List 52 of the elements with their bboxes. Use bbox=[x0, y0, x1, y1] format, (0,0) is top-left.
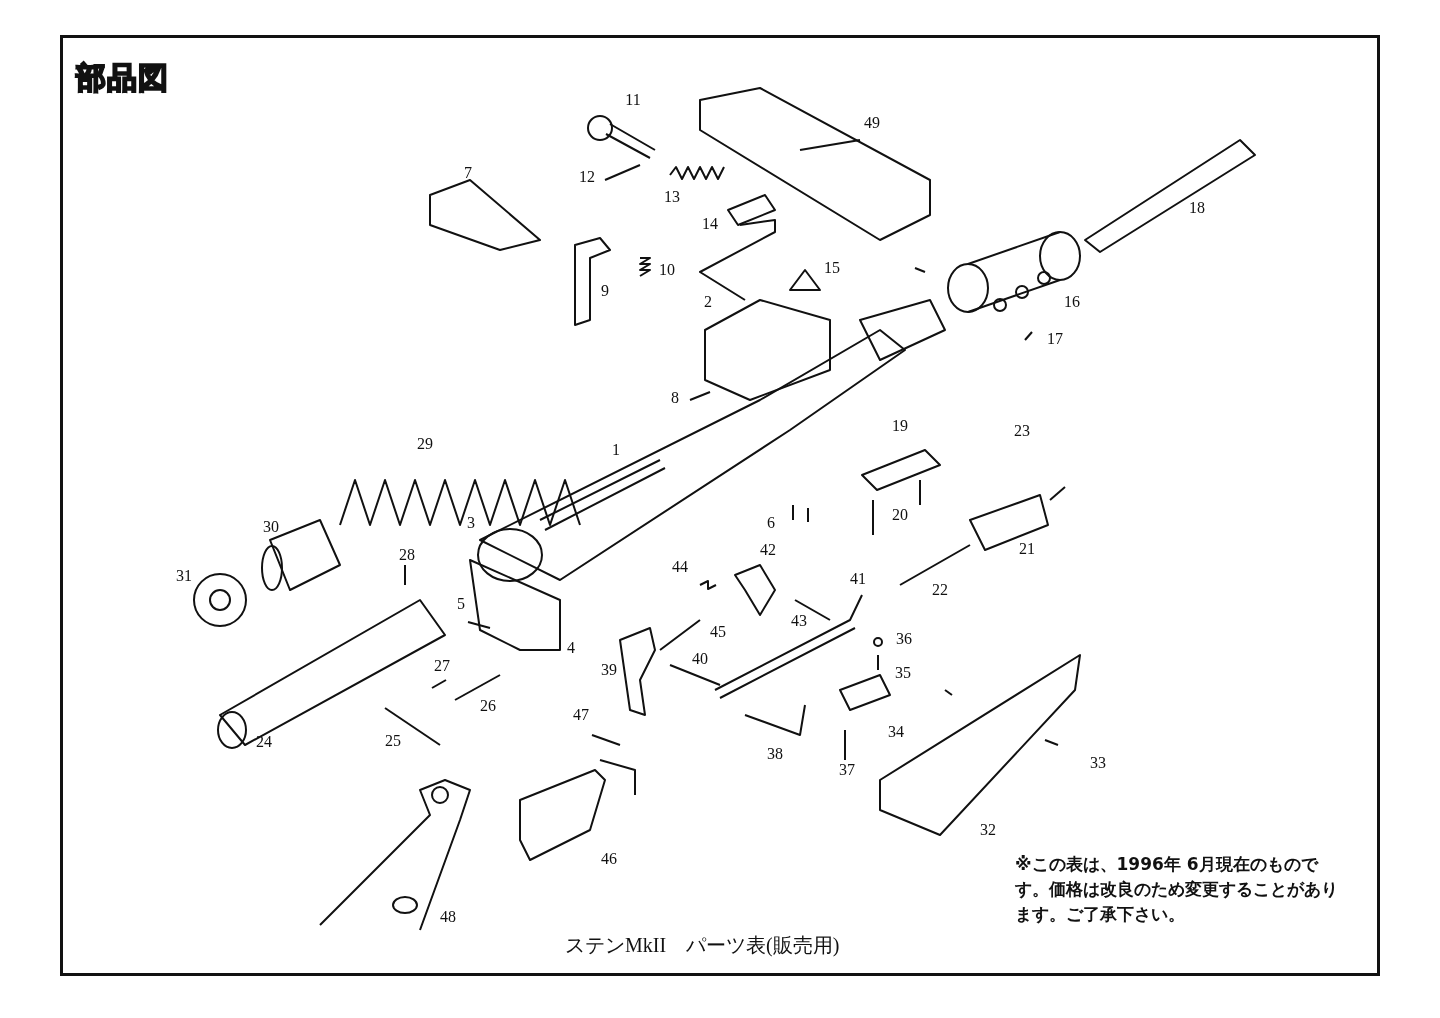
callout-number: 13 bbox=[664, 188, 680, 206]
diagram-title: 部品図 bbox=[76, 59, 169, 97]
callout-number: 2 bbox=[704, 293, 712, 311]
callout-number: 31 bbox=[176, 567, 192, 585]
callout-number: 46 bbox=[601, 850, 617, 868]
callout-number: 10 bbox=[659, 261, 675, 279]
note-text: ※この表は、1996年 6月現在のものです。価格は改良のため変更することがあります。ご了承下さい。 bbox=[1015, 853, 1339, 926]
callout-number: 36 bbox=[896, 630, 912, 648]
callout-number: 25 bbox=[385, 732, 401, 750]
callout-number: 1 bbox=[612, 441, 620, 459]
callout-number: 5 bbox=[457, 595, 465, 613]
callout-number: 19 bbox=[892, 417, 908, 435]
callout-number: 33 bbox=[1090, 754, 1106, 772]
callout-number: 48 bbox=[440, 908, 456, 926]
callout-number: 27 bbox=[434, 657, 450, 675]
callout-number: 23 bbox=[1014, 422, 1030, 440]
callout-number: 45 bbox=[710, 623, 726, 641]
callout-number: 24 bbox=[256, 733, 272, 751]
callout-number: 20 bbox=[892, 506, 908, 524]
callout-number: 39 bbox=[601, 661, 617, 679]
callout-number: 40 bbox=[692, 650, 708, 668]
callout-number: 9 bbox=[601, 282, 609, 300]
callout-number: 12 bbox=[579, 168, 595, 186]
callout-number: 7 bbox=[464, 164, 472, 182]
callout-number: 4 bbox=[567, 639, 575, 657]
callout-number: 26 bbox=[480, 697, 496, 715]
callout-number: 16 bbox=[1064, 293, 1080, 311]
callout-number: 47 bbox=[573, 706, 589, 724]
callout-number: 22 bbox=[932, 581, 948, 599]
callout-number: 28 bbox=[399, 546, 415, 564]
callout-number: 17 bbox=[1047, 330, 1063, 348]
callout-number: 14 bbox=[702, 215, 718, 233]
callout-number: 15 bbox=[824, 259, 840, 277]
callout-number: 44 bbox=[672, 558, 688, 576]
callout-number: 18 bbox=[1189, 199, 1205, 217]
callout-number: 34 bbox=[888, 723, 904, 741]
callout-number: 49 bbox=[864, 114, 880, 132]
callout-number: 3 bbox=[467, 514, 475, 532]
callout-number: 37 bbox=[839, 761, 855, 779]
callout-number: 8 bbox=[671, 389, 679, 407]
callout-number: 41 bbox=[850, 570, 866, 588]
callout-number: 35 bbox=[895, 664, 911, 682]
callout-number: 32 bbox=[980, 821, 996, 839]
callout-number: 11 bbox=[625, 91, 641, 109]
callout-number: 6 bbox=[767, 514, 775, 532]
callout-number: 30 bbox=[263, 518, 279, 536]
callout-number: 42 bbox=[760, 541, 776, 559]
callout-number: 21 bbox=[1019, 540, 1035, 558]
caption: ステンMkII パーツ表(販売用) bbox=[565, 933, 840, 959]
callout-number: 29 bbox=[417, 435, 433, 453]
callout-number: 43 bbox=[791, 612, 807, 630]
callout-number: 38 bbox=[767, 745, 783, 763]
